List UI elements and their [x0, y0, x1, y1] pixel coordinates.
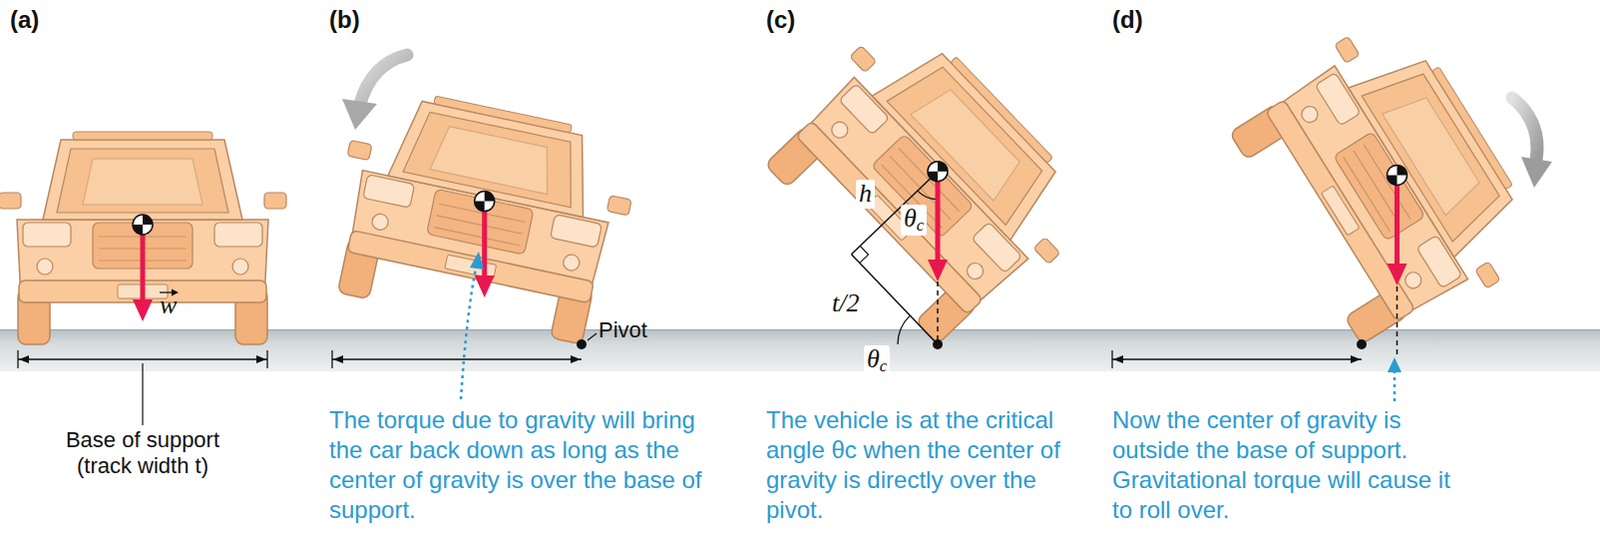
- caption-note: The vehicle is at the critical angle θc …: [766, 404, 1066, 525]
- pivot-dot: [1356, 339, 1367, 350]
- car-a: [0, 131, 287, 345]
- angle-arc: [897, 315, 910, 345]
- weight-arrow: [1394, 174, 1400, 266]
- car-c: [752, 2, 1105, 358]
- rotation-arrow-head: [1521, 156, 1553, 188]
- angle-symbol: θc: [863, 345, 890, 377]
- center-of-gravity: [132, 214, 153, 235]
- h-line: [851, 171, 939, 255]
- weight-arrow: [935, 171, 941, 262]
- angle-arc: [917, 190, 938, 200]
- center-of-gravity: [474, 191, 495, 212]
- pointer-arrow-head: [469, 251, 484, 270]
- pivot-label: Pivot: [598, 317, 648, 344]
- vector-symbol: w: [159, 291, 177, 321]
- dimension-line: [18, 355, 29, 364]
- dimension-line: [266, 350, 268, 369]
- right-angle-mark: [859, 245, 869, 263]
- dimension-line: [331, 350, 333, 369]
- rotation-arrow: [1512, 97, 1538, 160]
- panel-letter: (b): [329, 5, 361, 35]
- weight-arrow: [132, 171, 1408, 322]
- pointer-arrow: [460, 263, 477, 400]
- dimension-line: [333, 355, 344, 364]
- dimension-line: [16, 350, 18, 369]
- dimension-line: [1113, 355, 1124, 364]
- panel-letter: (c): [766, 5, 796, 35]
- leader-line: [141, 363, 143, 425]
- dimension-line: [256, 355, 267, 364]
- car-d: [1218, 3, 1552, 361]
- rotation-arrow: [360, 54, 407, 104]
- dimension-label: Base of support (track width t): [42, 426, 243, 480]
- weight-arrow: [474, 275, 495, 298]
- dashed-line: [1396, 286, 1399, 355]
- pointer-arrow: [1393, 371, 1397, 401]
- dimension-line: [1111, 350, 1113, 369]
- dimension-line: [332, 358, 582, 360]
- pivot-dot: [576, 339, 587, 350]
- car-b: [319, 80, 645, 349]
- weight-arrow: [132, 299, 153, 322]
- dimension-symbol: t/2: [828, 289, 862, 319]
- subscript: c: [879, 356, 888, 376]
- dashed-line: [936, 281, 939, 343]
- weight-arrow: [927, 259, 948, 282]
- dimension-symbol: h: [855, 179, 875, 209]
- leader-line: [587, 333, 597, 341]
- caption-note: The torque due to gravity will bring the…: [329, 404, 714, 525]
- pointer-arrow-head: [1387, 357, 1402, 373]
- dimension-line: [570, 355, 581, 364]
- center-of-gravity: [927, 161, 948, 182]
- dimension-line: [17, 350, 1362, 369]
- caption-note: Now the center of gravity is outside the…: [1112, 404, 1472, 525]
- panel-letter: (d): [1112, 5, 1144, 35]
- panel-letter: (a): [9, 5, 39, 35]
- angle-symbol: θc: [900, 204, 927, 236]
- pivot-dot: [932, 339, 943, 350]
- weight-arrow: [140, 224, 146, 302]
- center-of-gravity: [1387, 164, 1408, 185]
- dimension-line: [1112, 358, 1362, 360]
- dimension-line: [17, 358, 268, 360]
- half-track-line: [851, 254, 939, 345]
- rotation-arrow-head: [342, 98, 378, 130]
- subscript: c: [916, 215, 925, 235]
- dimension-line: [1350, 355, 1361, 364]
- weight-arrow: [1387, 263, 1408, 286]
